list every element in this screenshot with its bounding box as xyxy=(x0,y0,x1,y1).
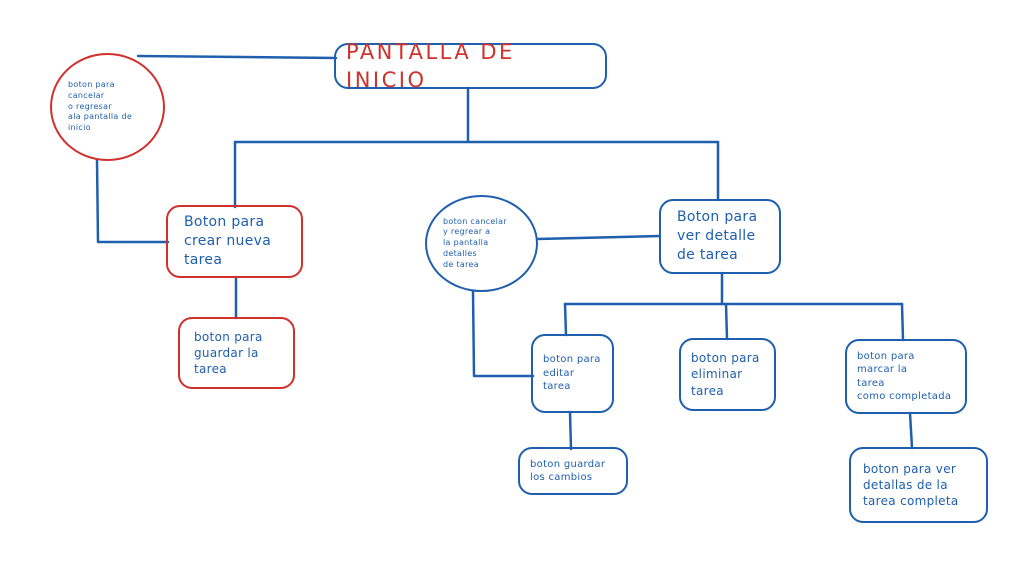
node-ver-detalle: Boton para ver detalle de tarea xyxy=(659,199,781,274)
edge-cancelar-detalles-ver xyxy=(535,234,662,241)
edge-cancelar-crear xyxy=(95,158,170,244)
node-cancelar-inicio: boton para cancelar o regresar ala panta… xyxy=(50,53,165,161)
node-guardar-tarea: boton para guardar la tarea xyxy=(178,317,295,389)
node-guardar-cambios: boton guardar los cambios xyxy=(518,447,628,495)
edge-split-completada xyxy=(900,302,905,342)
node-pantalla-inicio: PANTALLA DE INICIO xyxy=(334,40,607,92)
node-crear-tarea: Boton para crear nueva tarea xyxy=(166,205,303,278)
edge-split-editar xyxy=(563,302,568,337)
node-editar-tarea: boton para editar tarea xyxy=(531,334,614,413)
edge-inicio-cancelar xyxy=(136,54,338,60)
edge-cancelar-detalles-editar xyxy=(471,289,535,378)
node-marcar-completada: boton para marcar la tarea como completa… xyxy=(845,339,967,414)
edge-editar-guardar-cambios xyxy=(568,410,573,451)
node-cancelar-detalles: boton cancelar y regrear a la pantalla d… xyxy=(425,195,538,292)
edge-split-eliminar xyxy=(724,302,729,341)
node-eliminar-tarea: boton para eliminar tarea xyxy=(679,338,776,411)
edge-completada-ver-completa xyxy=(908,411,914,450)
node-ver-tarea-completa: boton para ver detallas de la tarea comp… xyxy=(849,447,988,523)
